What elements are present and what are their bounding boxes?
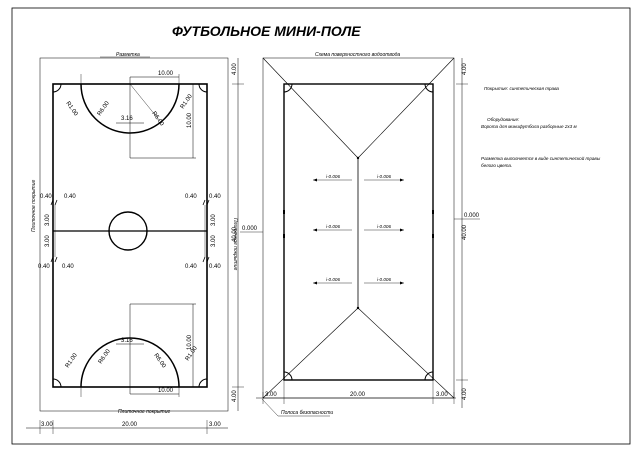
tile-surface-outline <box>39 57 229 412</box>
tile-surface-bottom-label: Плиточное покрытие <box>118 409 170 415</box>
elevation-right: 0.000 <box>464 213 480 219</box>
right-plan-side-margin-left: 3.00 <box>265 392 277 398</box>
bottom-goal-width-dim: 10.00 <box>158 388 174 394</box>
dim-040-bl-a: 0.40 <box>38 264 50 270</box>
left-plan-end-margin-bottom: 4.00 <box>232 390 238 402</box>
safety-strip-label: Полоса безопасности <box>281 410 333 416</box>
center-circle <box>108 211 148 251</box>
slope-label-2: i-0.006 <box>377 174 391 179</box>
page-title: ФУТБОЛЬНОЕ МИНИ-ПОЛЕ <box>172 23 361 39</box>
corner-arc-br <box>198 378 208 388</box>
bottom-arc-radius-right: R6.00 <box>152 353 166 370</box>
drainage-plan-label: Схема поверхностного водоотвода <box>315 52 400 58</box>
corner-radius-tr: R1.00 <box>180 93 194 110</box>
corner-arc-bl <box>52 378 62 388</box>
notes: Покрытие: синтетическая трава Оборудован… <box>481 86 601 168</box>
left-plan-side-margin-right: 3.00 <box>209 422 221 428</box>
top-penalty-spot-dim: 3.16 <box>121 116 133 122</box>
slope-label-4: i-0.006 <box>377 224 391 229</box>
right-plan-end-margin-top: 4.00 <box>462 63 468 75</box>
right-plan-total-length: 40.00 <box>462 224 468 240</box>
dim-300-right-b: 3.00 <box>211 235 217 247</box>
corner-radius-bl: R1.00 <box>65 352 79 369</box>
dim-040-br-a: 0.40 <box>185 264 197 270</box>
dim-300-left-b: 3.00 <box>45 235 51 247</box>
bottom-arc-radius-left: R6.00 <box>98 348 112 365</box>
note-equipment-title: Оборудование: <box>487 117 520 122</box>
elevation-left: 0.000 <box>242 226 258 232</box>
slope-label-5: i-0.006 <box>326 277 340 282</box>
bottom-penalty-spot-dim: 3.16 <box>121 338 133 344</box>
left-plan-end-margin-top: 4.00 <box>232 63 238 75</box>
note-equipment-text: Ворота для минифутбола разборные 2х3 м <box>481 124 578 129</box>
note-marking-line2: белого цвета. <box>481 163 512 168</box>
dim-300-right-a: 3.00 <box>211 214 217 226</box>
slope-arrows: i-0.006 i-0.006 i-0.006 i-0.006 i-0.006 … <box>313 174 404 285</box>
dim-040-tl-a: 0.40 <box>40 194 52 200</box>
left-plan-total-length: 40.00 <box>232 226 238 242</box>
bottom-goal-depth-dim: 10.00 <box>187 334 193 350</box>
top-goal-width-dim: 10.00 <box>158 71 174 77</box>
right-plan-total-width: 20.00 <box>350 392 366 398</box>
dim-040-tr-b: 0.40 <box>209 194 221 200</box>
slope-label-6: i-0.006 <box>377 277 391 282</box>
slope-label-3: i-0.006 <box>326 224 340 229</box>
left-plan-side-margin-left: 3.00 <box>41 422 53 428</box>
sheet-frame <box>11 7 631 445</box>
note-cover: Покрытие: синтетическая трава <box>484 86 559 91</box>
tile-surface-left-label: Плиточное покрытие <box>31 180 37 232</box>
right-plan-side-margin-right: 3.00 <box>436 392 448 398</box>
dim-040-tl-b: 0.40 <box>64 194 76 200</box>
top-arc-radius-left: R6.00 <box>97 100 111 117</box>
note-marking-line1: Разметка выполняется в виде синтетическо… <box>481 155 601 161</box>
corner-arc-tr <box>198 83 208 93</box>
slope-label-1: i-0.006 <box>326 174 340 179</box>
corner-radius-tl: R1.00 <box>64 101 78 118</box>
top-goal-depth-dim: 10.00 <box>187 112 193 128</box>
drainage-plan: Схема поверхностного водоотвода i-0.006 … <box>240 52 480 417</box>
marking-plan: Разметка 10.00 10.00 3.16 R6.00 R6.0 <box>26 52 244 434</box>
dim-040-br-b: 0.40 <box>209 264 221 270</box>
marking-plan-label: Разметка <box>116 52 140 58</box>
corner-arc-tl <box>52 83 62 93</box>
right-plan-end-margin-bottom: 4.00 <box>462 388 468 400</box>
tile-surface-right-label: Плиточное покрытие <box>232 218 238 270</box>
dim-040-bl-b: 0.40 <box>62 264 74 270</box>
drainage-field-boundary <box>283 83 434 381</box>
dim-040-tr-a: 0.40 <box>185 194 197 200</box>
dim-300-left-a: 3.00 <box>45 214 51 226</box>
left-plan-total-width: 20.00 <box>122 422 138 428</box>
drainage-surface-outline <box>262 57 455 399</box>
